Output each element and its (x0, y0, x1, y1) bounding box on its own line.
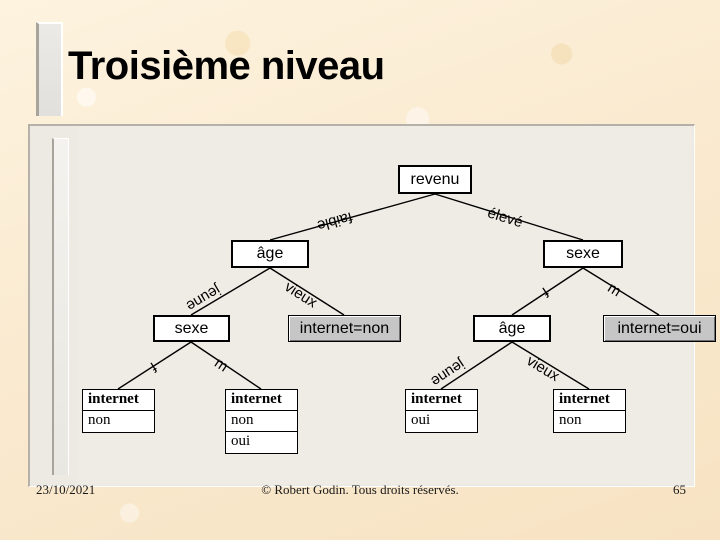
content-panel: revenu âge sexe sexe internet=non âge internet… (28, 124, 716, 487)
tree-edges-svg (117, 193, 660, 390)
footer-page-number: 65 (673, 482, 686, 497)
footer-date: 23/10/2021 (36, 482, 96, 497)
tree-node-age-left: âge (231, 240, 309, 268)
leaf-table-cell: non (559, 412, 582, 428)
footer-copyright: © Robert Godin. Tous droits réservés. (261, 482, 459, 497)
tree-node-internet-oui: internet=oui (603, 315, 716, 342)
tree-edge (269, 193, 436, 241)
tree-edge (434, 193, 584, 241)
decision-tree-diagram: revenu âge sexe sexe internet=non âge internet… (78, 126, 716, 484)
panel-accent-bar (52, 138, 69, 475)
tree-node-sexe-right: sexe (543, 240, 623, 268)
tree-edge (582, 267, 660, 316)
leaf-table-header: internet (406, 390, 477, 411)
page-title: Troisième niveau (68, 44, 385, 88)
tree-edge (117, 341, 192, 390)
tree-node-revenu: revenu (398, 165, 472, 194)
leaf-table-header: internet (554, 390, 625, 411)
leaf-table-header: internet (83, 390, 154, 411)
tree-edge (511, 267, 584, 316)
tree-edge (269, 267, 345, 316)
tree-edge (190, 267, 271, 316)
leaf-table-cell: non (88, 412, 111, 428)
leaf-table-cell: oui (411, 412, 431, 428)
tree-node-age-right: âge (473, 315, 551, 342)
title-accent-bar (36, 22, 63, 116)
tree-edge (511, 341, 590, 390)
leaf-table-header: internet (226, 390, 297, 411)
tree-edge (440, 341, 513, 390)
tree-node-internet-non: internet=non (288, 315, 401, 342)
leaf-table-cell: oui (231, 433, 251, 449)
tree-edge (190, 341, 262, 390)
leaf-table-cell: non (226, 411, 297, 432)
tree-node-sexe-left: sexe (153, 315, 230, 342)
